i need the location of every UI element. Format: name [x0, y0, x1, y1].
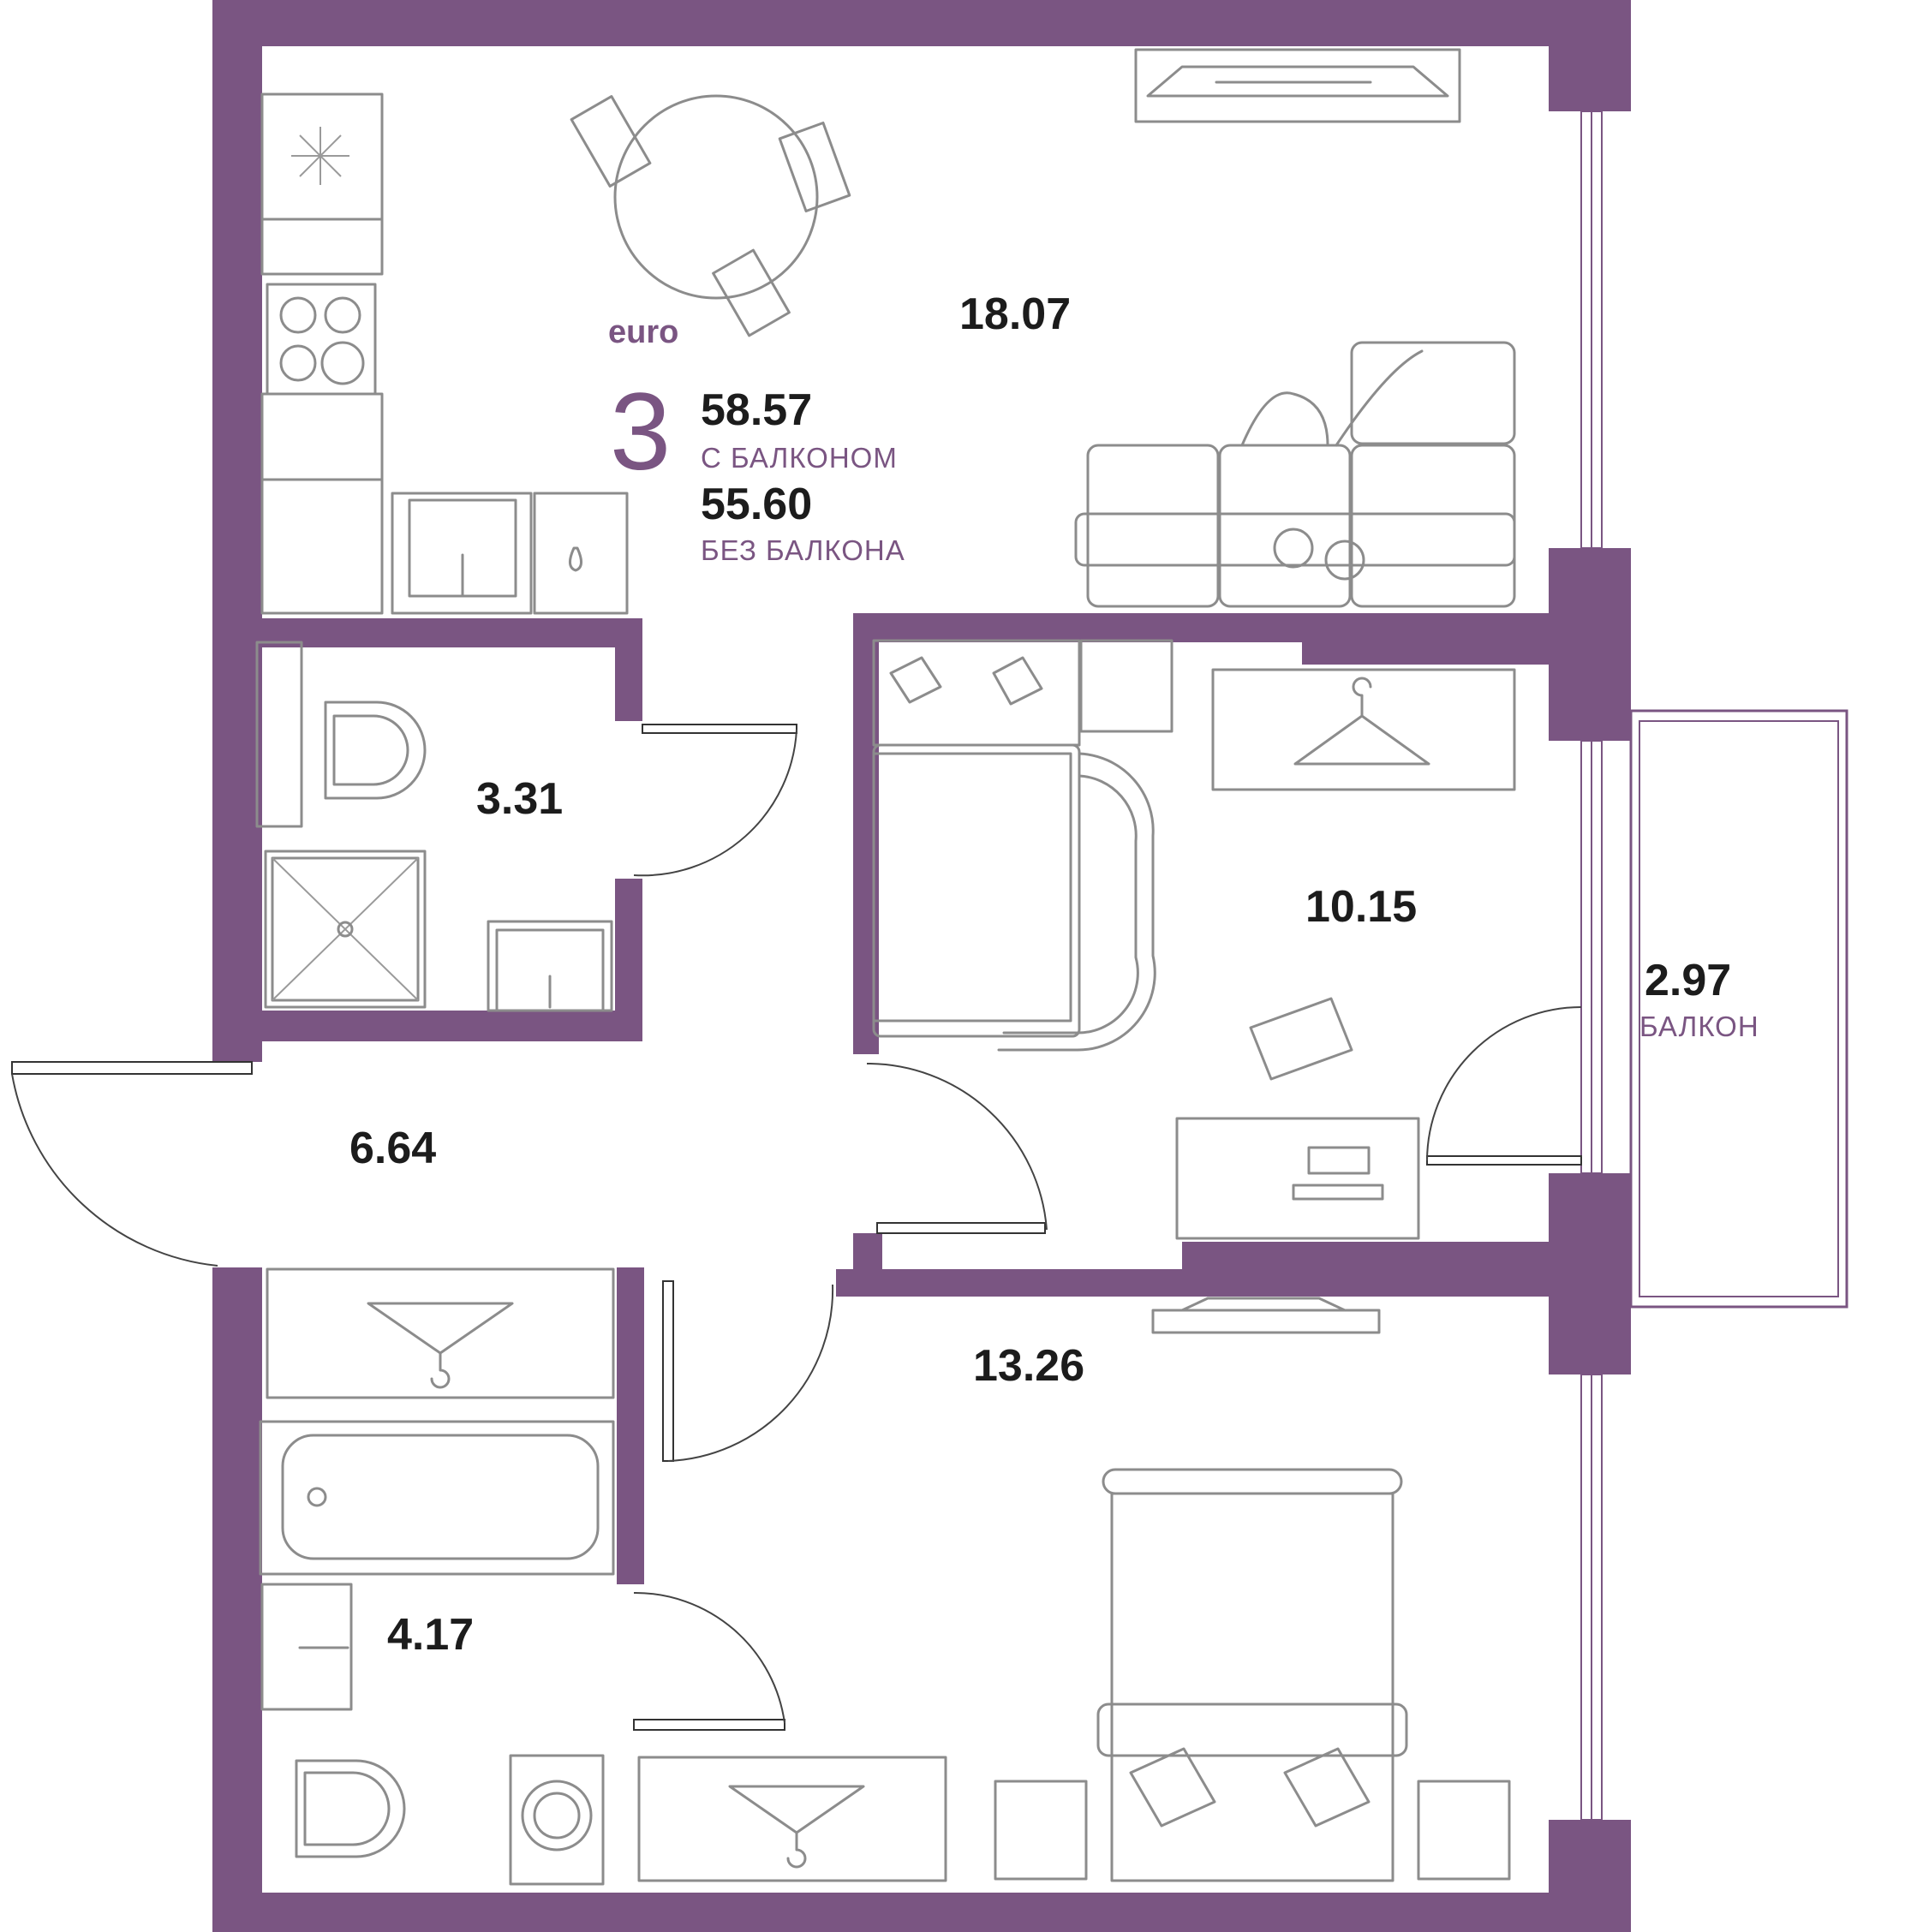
hanger-icon	[1211, 668, 1516, 791]
tv-icon	[1151, 1297, 1381, 1334]
without-balcony-label: БЕЗ БАЛКОНА	[701, 534, 905, 566]
area-with-balcony: 58.57	[701, 385, 812, 435]
area-without-balcony: 55.60	[701, 480, 812, 529]
bathroom-small	[255, 641, 613, 1012]
hall	[266, 1267, 615, 1399]
bedroom-2-area: 13.26	[973, 1341, 1084, 1391]
bathtub-icon	[259, 1420, 615, 1576]
type-label: euro	[608, 314, 678, 350]
washing-machine-icon	[509, 1754, 605, 1886]
bathroom-large	[259, 1420, 615, 1886]
bathroom-large-area: 4.17	[387, 1610, 474, 1660]
stove-icon	[266, 283, 377, 396]
balcony-label: БАЛКОН	[1639, 1011, 1759, 1042]
shower-icon	[264, 850, 427, 1009]
toilet-icon	[295, 1759, 406, 1858]
balcony-outline	[1629, 709, 1848, 1309]
hall-area: 6.64	[349, 1124, 436, 1173]
windows	[1580, 110, 1603, 1821]
bed-icon	[1096, 1468, 1408, 1882]
labels: euro 3 58.57 С БАЛКОНОМ 55.60 БЕЗ БАЛКОН…	[349, 289, 1759, 1660]
dining-table-icon	[570, 94, 851, 337]
bathroom-small-area: 3.31	[476, 774, 563, 824]
sink-icon	[391, 492, 533, 615]
hanger-icon	[637, 1756, 947, 1882]
bedroom-2	[637, 1297, 1511, 1882]
kitchen-living-area: 18.07	[959, 289, 1071, 339]
bedroom-1	[872, 639, 1516, 1240]
kitchen	[260, 92, 629, 615]
bedroom-1-area: 10.15	[1305, 882, 1417, 932]
snowflake-icon	[291, 127, 349, 185]
desk-icon	[1175, 997, 1420, 1240]
walls	[212, 0, 1631, 1932]
sofa-icon	[1074, 341, 1516, 608]
toilet-icon	[324, 701, 427, 800]
balcony-area: 2.97	[1645, 956, 1731, 1005]
rooms-count: 3	[610, 371, 671, 493]
tv-icon	[1134, 48, 1461, 123]
doors	[11, 724, 1582, 1731]
with-balcony-label: С БАЛКОНОМ	[701, 442, 898, 474]
